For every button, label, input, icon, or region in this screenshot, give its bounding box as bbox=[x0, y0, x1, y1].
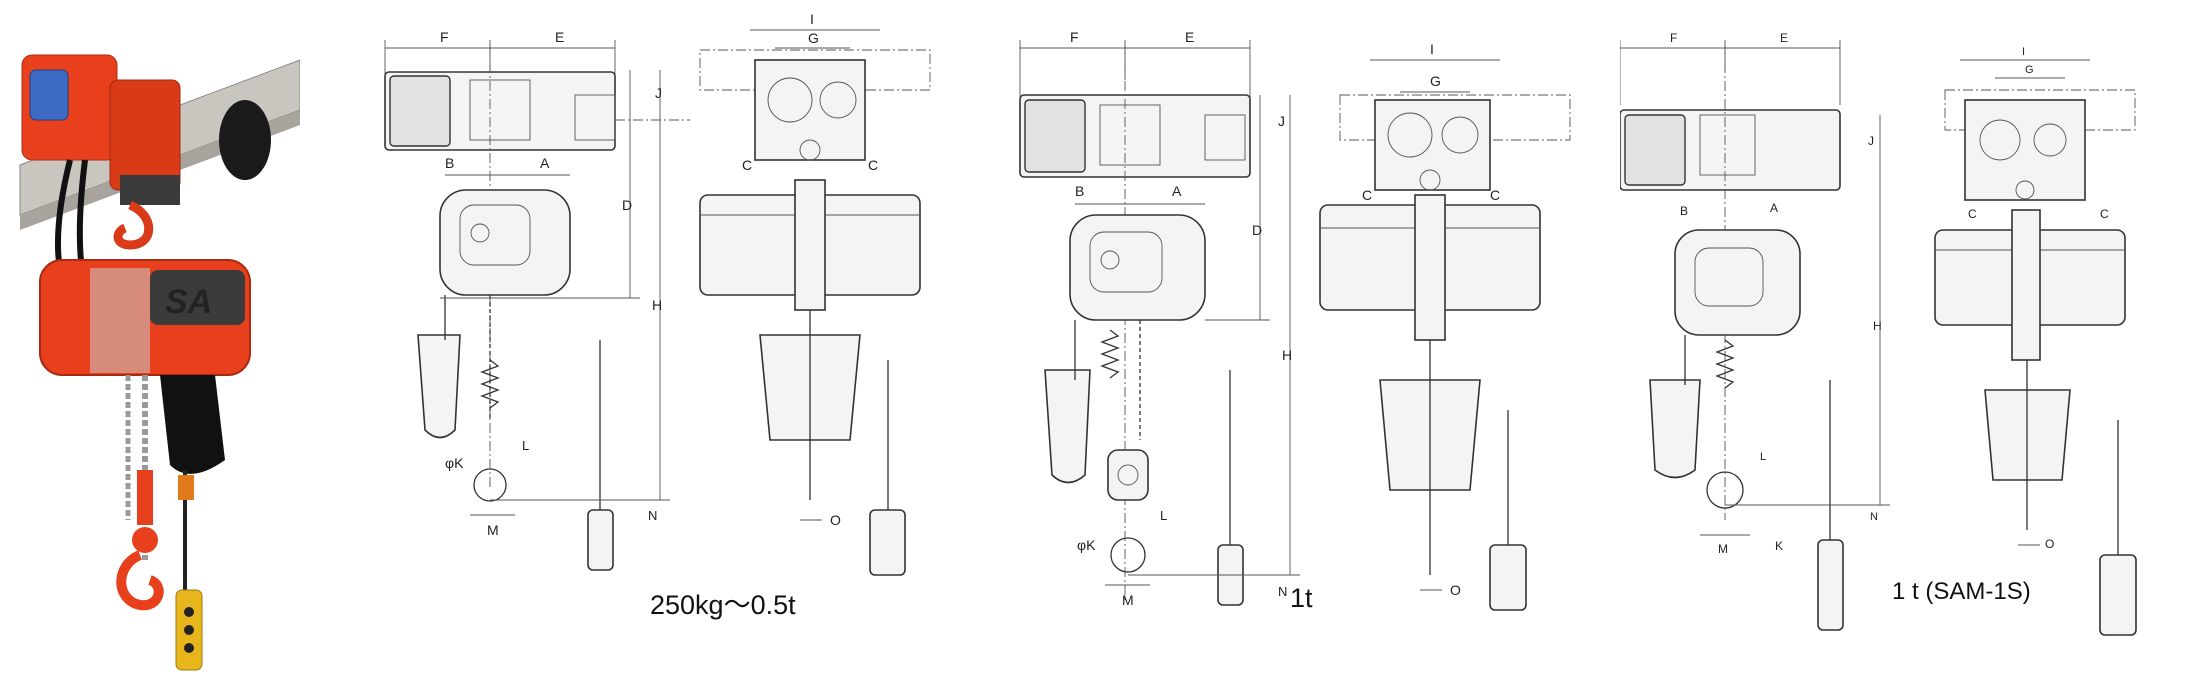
dim-B-3: B bbox=[1680, 204, 1688, 218]
dim-A: A bbox=[540, 155, 550, 171]
dim-D-2: D bbox=[1252, 222, 1262, 238]
dim-J-1: J bbox=[655, 85, 662, 101]
dim-G-1: G bbox=[808, 30, 819, 46]
dim-C-2b: C bbox=[1490, 187, 1500, 203]
caption-1t-sam1s: 1 t (SAM-1S) bbox=[1892, 578, 2031, 605]
dim-N-1: N bbox=[648, 508, 657, 523]
dim-N-3: N bbox=[1870, 511, 1878, 523]
dim-C-1a: C bbox=[742, 157, 752, 173]
dim-O-3: O bbox=[2045, 537, 2054, 551]
dim-L-1: L bbox=[522, 438, 529, 453]
dim-B: B bbox=[445, 155, 454, 171]
dim-E-3: E bbox=[1780, 31, 1788, 45]
dim-F-2: F bbox=[1070, 29, 1079, 45]
brand-mark: SA bbox=[165, 283, 212, 321]
dim-phiK-1: φK bbox=[445, 455, 464, 471]
dim-A-2: A bbox=[1172, 183, 1182, 199]
dim-G-3: G bbox=[2025, 64, 2034, 76]
dim-J-2: J bbox=[1278, 113, 1285, 129]
dim-H-2: H bbox=[1282, 347, 1292, 363]
dim-O-2: O bbox=[1450, 582, 1461, 598]
hoist-photo: SA bbox=[19, 54, 300, 671]
dim-E-2: E bbox=[1185, 29, 1194, 45]
dim-C-1b: C bbox=[868, 157, 878, 173]
dim-E: E bbox=[555, 29, 564, 45]
dim-I-2: I bbox=[1430, 41, 1434, 57]
dim-L-2: L bbox=[1160, 508, 1167, 523]
dim-H-1: H bbox=[652, 297, 662, 313]
dim-C-3a: C bbox=[1968, 207, 1977, 221]
drawing-1t-side-front: F E B A φK L M D H N J I G C C O bbox=[1019, 29, 1571, 611]
dim-O-1: O bbox=[830, 512, 841, 528]
caption-250kg: 250kg～0.5t bbox=[650, 590, 796, 620]
drawing-250kg-side-front: F E B A φK L M D H N J I G C C O bbox=[384, 11, 931, 576]
dim-F-3: F bbox=[1670, 31, 1677, 45]
dim-N-2: N bbox=[1278, 584, 1287, 599]
dim-A-3: A bbox=[1770, 201, 1778, 215]
dim-G-2: G bbox=[1430, 73, 1441, 89]
dim-M-3: M bbox=[1718, 542, 1728, 556]
dim-B-2: B bbox=[1075, 183, 1084, 199]
dim-C-2a: C bbox=[1362, 187, 1372, 203]
dim-I-1: I bbox=[810, 11, 814, 27]
dim-M-2: M bbox=[1122, 592, 1134, 608]
caption-1t: 1t bbox=[1290, 583, 1313, 613]
dim-C-3b: C bbox=[2100, 207, 2109, 221]
dim-D-1: D bbox=[622, 197, 632, 213]
dim-J-3: J bbox=[1868, 134, 1874, 148]
dim-K-3: K bbox=[1775, 539, 1783, 553]
dim-I-3: I bbox=[2022, 46, 2025, 58]
dim-M-1: M bbox=[487, 522, 499, 538]
dim-F: F bbox=[440, 29, 449, 45]
dim-phiK-2: φK bbox=[1077, 537, 1096, 553]
dim-L-3: L bbox=[1760, 451, 1766, 463]
drawing-1t-sam1s-side-front: F E B A L M K H N J I G C C O bbox=[1620, 31, 2137, 636]
dim-H-3: H bbox=[1873, 319, 1882, 333]
